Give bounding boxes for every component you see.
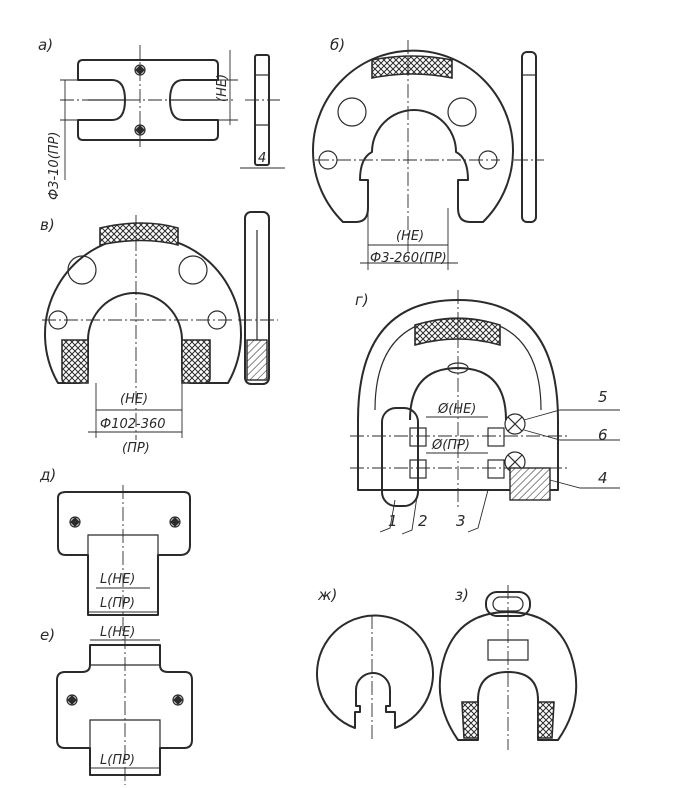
side-view-v <box>244 211 270 385</box>
side-insert <box>246 339 268 381</box>
measuring-pin <box>487 459 505 479</box>
dim-a-diameter: Ф3-10(ПР) <box>47 132 62 200</box>
label-z: з) <box>455 586 469 604</box>
hole <box>178 255 208 285</box>
callout-3: 3 <box>456 512 466 530</box>
rivet-mark <box>170 517 180 527</box>
anvil-1 <box>381 407 419 507</box>
measuring-pin <box>409 459 427 479</box>
label-a: а) <box>38 36 53 54</box>
measuring-pin <box>409 427 427 447</box>
label-d: д) <box>39 466 56 484</box>
dim-v-ne: (НЕ) <box>120 392 148 407</box>
rivet-mark <box>67 695 77 705</box>
insert-right <box>181 339 211 384</box>
rivet-mark <box>70 517 80 527</box>
label-zh: ж) <box>317 586 337 604</box>
dim-e-ne: L(НЕ) <box>100 625 135 640</box>
leader-1 <box>379 499 396 533</box>
screw-cross <box>507 416 523 432</box>
figure-z: з) <box>438 585 578 750</box>
dim-b-ne: (НЕ) <box>396 229 424 244</box>
hole <box>67 255 97 285</box>
label-b: б) <box>330 36 345 54</box>
grip-hatching <box>371 55 453 79</box>
leader-6 <box>523 429 620 441</box>
insert-left <box>61 339 89 384</box>
screw-5 <box>504 413 526 435</box>
figure-b: б) (НЕ) Ф3-260(ПР) <box>312 36 544 270</box>
label-e: е) <box>40 626 55 644</box>
insert-left <box>461 701 479 739</box>
callout-5: 5 <box>598 388 608 406</box>
figure-e: е) L(НЕ) L(ПР) <box>40 625 193 785</box>
dim-g-ne: Ø(НЕ) <box>437 402 476 417</box>
dim-d-ne: L(НЕ) <box>100 572 135 587</box>
leader-5 <box>523 409 620 421</box>
label-v: в) <box>40 216 55 234</box>
leader-2 <box>401 489 419 535</box>
grip-hatching <box>414 317 501 347</box>
leader-4 <box>549 479 620 489</box>
figure-d: д) L(НЕ) L(ПР) <box>39 466 191 640</box>
figure-a: а) Ф3-10(ПР) (НЕ) 4 <box>38 36 285 200</box>
callout-2: 2 <box>418 512 428 530</box>
hole <box>337 97 367 127</box>
horseshoe-b-outline <box>312 49 514 223</box>
grip-hatching <box>99 222 179 247</box>
dim-d-pr: L(ПР) <box>100 596 135 611</box>
snap-gauge-outline <box>438 611 578 741</box>
dim-a-thickness: 4 <box>258 151 266 166</box>
screw-cross <box>507 454 523 470</box>
disc-outline <box>316 614 434 729</box>
dim-a-ne: (НЕ) <box>215 74 230 102</box>
body-section-4 <box>509 467 551 501</box>
side-view-b <box>521 51 537 223</box>
hole <box>447 97 477 127</box>
callout-4: 4 <box>598 469 608 487</box>
dim-g-pr: Ø(ПР) <box>431 438 470 453</box>
side-view-a <box>254 54 270 166</box>
figure-zh: ж) <box>316 586 434 740</box>
callout-1: 1 <box>388 512 398 530</box>
dim-e-pr: L(ПР) <box>100 753 135 768</box>
horseshoe-v-outline <box>44 235 242 384</box>
handle-slot <box>487 639 529 661</box>
figure-g: г) Ø(НЕ) Ø(ПР) 1 2 3 4 5 6 <box>350 290 620 535</box>
leader-3 <box>467 489 489 533</box>
figure-v: в) (НЕ) Ф102-360 (ПР) <box>40 211 278 456</box>
insert-right <box>537 701 555 739</box>
dim-v-diameter: Ф102-360 <box>100 417 166 432</box>
plate-a-outline <box>77 59 219 141</box>
dim-b-diameter: Ф3-260(ПР) <box>370 251 447 266</box>
callout-6: 6 <box>598 426 608 444</box>
dim-v-pr: (ПР) <box>122 441 150 456</box>
measuring-pin <box>487 427 505 447</box>
rivet-mark <box>173 695 183 705</box>
label-g: г) <box>355 291 369 309</box>
